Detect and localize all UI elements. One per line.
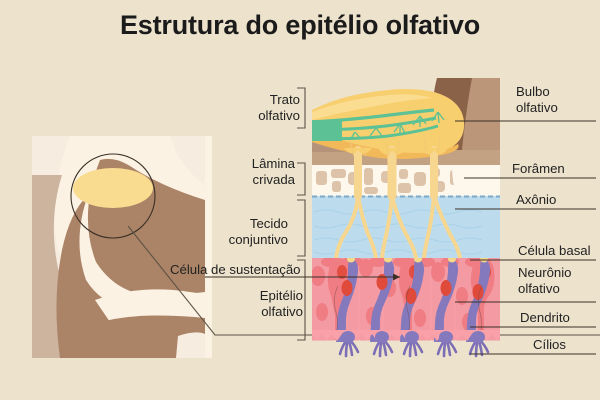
label-line: Dendrito [520, 310, 570, 325]
label-axonio: Axônio [516, 192, 556, 208]
label-foramen: Forâmen [512, 161, 565, 177]
right-leader-lines [455, 120, 596, 355]
sustentacao-leader [205, 273, 400, 281]
sustentacao-arrowhead [393, 273, 400, 281]
label-line: crivada [252, 171, 295, 187]
glomerulus-branches [349, 111, 445, 141]
left-brackets [297, 87, 306, 341]
label-line: conjuntivo [228, 231, 288, 247]
label-line: Forâmen [512, 161, 565, 176]
olfactory-epithelium [312, 258, 500, 342]
axon-bundles [334, 145, 462, 260]
tract-stem [312, 120, 342, 141]
label-line: olfativo [258, 107, 300, 123]
epithelium-diagram [312, 78, 500, 360]
label-line: Axônio [516, 192, 557, 207]
label-dendrito: Dendrito [520, 310, 570, 326]
label-line: Neurônio [518, 265, 572, 280]
bracket-tecido-conjuntivo [297, 199, 306, 257]
label-line: Célula de sustentação [170, 262, 301, 277]
bracket-epitelio-olfativo [297, 259, 306, 341]
cilia-bases [341, 331, 485, 343]
dendritic-knobs [347, 258, 488, 263]
nose-cross-section [32, 136, 212, 358]
bracket-trato-olfativo [297, 87, 306, 129]
label-line: Bulbo [516, 84, 550, 99]
supporting-fibers [334, 285, 483, 337]
label-line: Epitélio [259, 288, 303, 303]
label-line: olfativo [516, 99, 558, 115]
bulb-fine-fibers [349, 137, 441, 157]
label-celula-basal: Célula basal [518, 243, 591, 259]
label-line: Lâmina [251, 156, 295, 171]
label-line: olfativo [261, 303, 303, 319]
label-celula-de-sustentacao: Célula de sustentação [170, 262, 301, 278]
connective-tissue-layer [312, 196, 500, 258]
bracket-lamina-crivada [297, 162, 306, 196]
label-line: Tecido [249, 216, 288, 231]
label-cilios: Cílios [533, 337, 566, 353]
magnifier-circle [70, 153, 156, 239]
label-line: Cílios [533, 337, 566, 352]
bone-rim-curve [452, 166, 500, 210]
label-line: Célula basal [518, 243, 591, 258]
page-title: Estrutura do epitélio olfativo [119, 10, 481, 40]
label-line: olfativo [518, 280, 560, 296]
label-line: Trato [269, 92, 300, 107]
